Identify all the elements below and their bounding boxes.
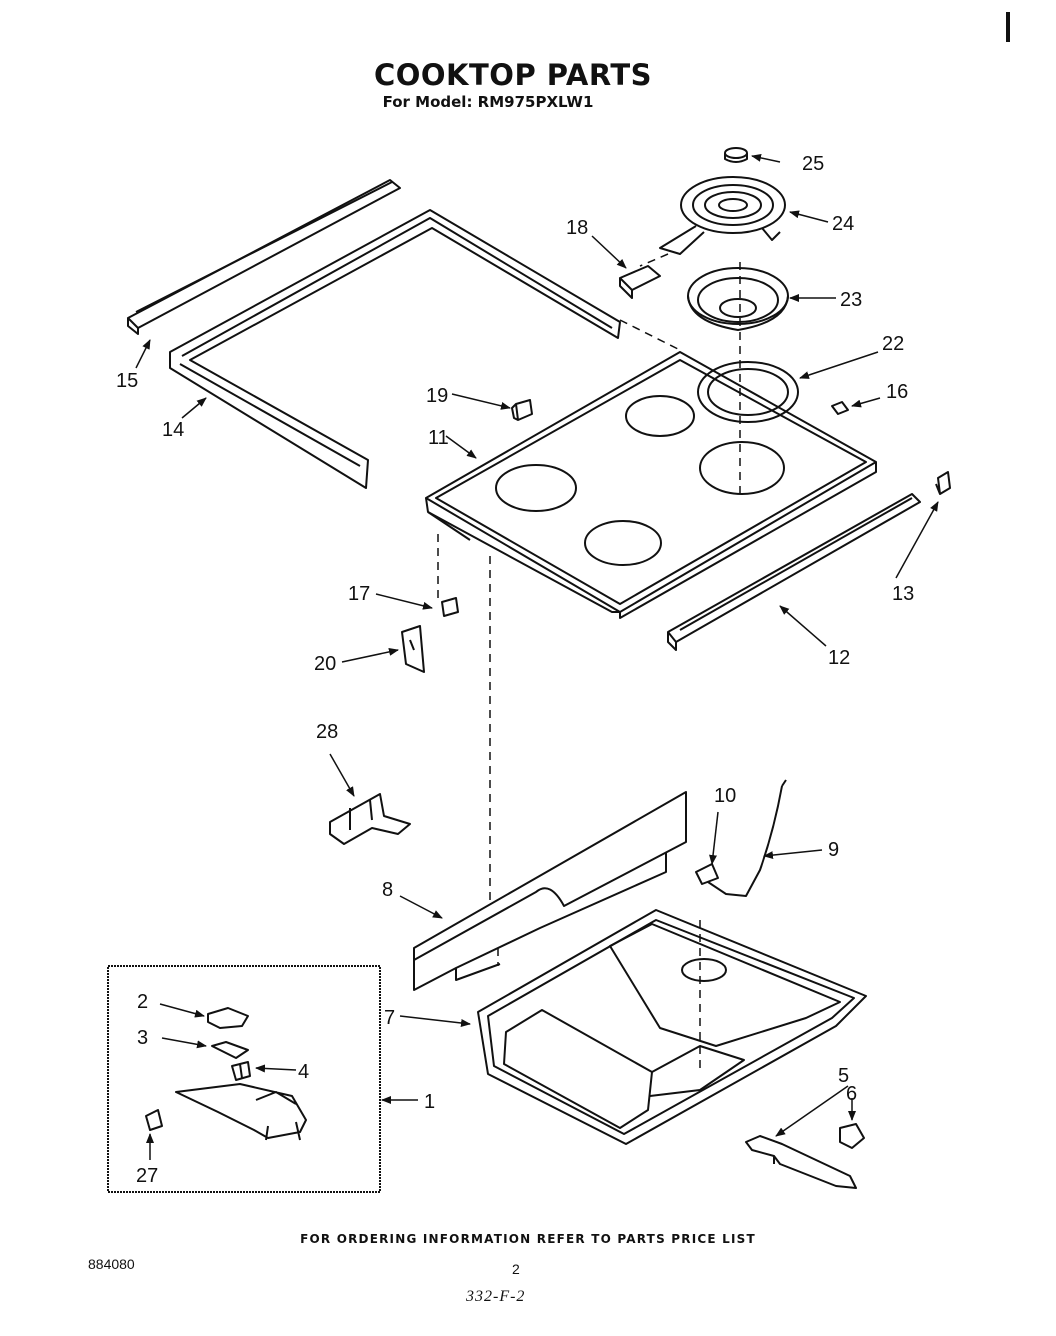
part-8-panel xyxy=(413,791,687,991)
callout-18: 18 xyxy=(566,217,588,239)
part-3-plate xyxy=(211,1041,249,1059)
part-27-tab xyxy=(145,1109,163,1131)
part-kit-assembly xyxy=(175,1083,307,1141)
callout-3: 3 xyxy=(137,1027,148,1049)
part-10-clip xyxy=(695,863,719,885)
part-14-frame xyxy=(169,209,621,489)
part-28-bracket xyxy=(329,793,411,845)
part-12-front-trim xyxy=(667,493,921,651)
part-11-cooktop xyxy=(425,351,877,619)
part-4-terminal xyxy=(231,1061,251,1081)
callout-16: 16 xyxy=(886,381,908,403)
callout-25: 25 xyxy=(802,153,824,175)
callout-4: 4 xyxy=(298,1061,309,1083)
part-2-thermostat xyxy=(207,1007,249,1029)
callout-7: 7 xyxy=(384,1007,395,1029)
leader-arrows xyxy=(135,153,939,1160)
callout-22: 22 xyxy=(882,333,904,355)
part-15-rear-trim xyxy=(127,179,401,335)
page-title: COOKTOP PARTS xyxy=(373,58,653,92)
callout-14: 14 xyxy=(162,419,184,441)
callout-6: 6 xyxy=(846,1083,857,1105)
model-subtitle: For Model: RM975PXLW1 xyxy=(382,93,594,111)
callout-5: 5 xyxy=(838,1065,849,1087)
callout-9: 9 xyxy=(828,839,839,861)
callout-20: 20 xyxy=(314,653,336,675)
callout-1: 1 xyxy=(424,1091,435,1113)
part-23-drip-bowl xyxy=(687,267,789,331)
callout-28: 28 xyxy=(316,721,338,743)
callout-27: 27 xyxy=(136,1165,158,1187)
callout-8: 8 xyxy=(382,879,393,901)
part-5-bracket xyxy=(745,1135,857,1189)
document-number: 884080 xyxy=(88,1256,135,1272)
callout-15: 15 xyxy=(116,370,138,392)
page-number: 2 xyxy=(512,1261,520,1277)
part-19-clip xyxy=(511,399,533,421)
part-18-receptacle xyxy=(619,265,661,299)
part-9-wire xyxy=(707,779,787,897)
part-7-burner-box xyxy=(477,909,867,1145)
part-20-bracket xyxy=(401,625,425,673)
part-6-clip xyxy=(839,1123,865,1149)
kit-box xyxy=(107,965,381,1193)
callout-17: 17 xyxy=(348,583,370,605)
callout-13: 13 xyxy=(892,583,914,605)
callout-11: 11 xyxy=(428,427,449,449)
callout-10: 10 xyxy=(714,785,736,807)
alignment-lines xyxy=(437,253,741,1074)
callout-24: 24 xyxy=(832,213,854,235)
part-24-element xyxy=(659,176,786,255)
handwritten-code: 332-F-2 xyxy=(466,1288,526,1305)
page-edge-mark xyxy=(1006,12,1010,42)
callout-19: 19 xyxy=(426,385,448,407)
part-13-bracket xyxy=(935,471,951,495)
ordering-note: FOR ORDERING INFORMATION REFER TO PARTS … xyxy=(300,1232,756,1246)
part-16-clip xyxy=(831,401,849,415)
part-25-cap xyxy=(724,147,748,163)
part-17-clip xyxy=(441,597,459,617)
callout-12: 12 xyxy=(828,647,850,669)
callout-23: 23 xyxy=(840,289,862,311)
part-22-trim-ring xyxy=(697,361,799,423)
callout-2: 2 xyxy=(137,991,148,1013)
